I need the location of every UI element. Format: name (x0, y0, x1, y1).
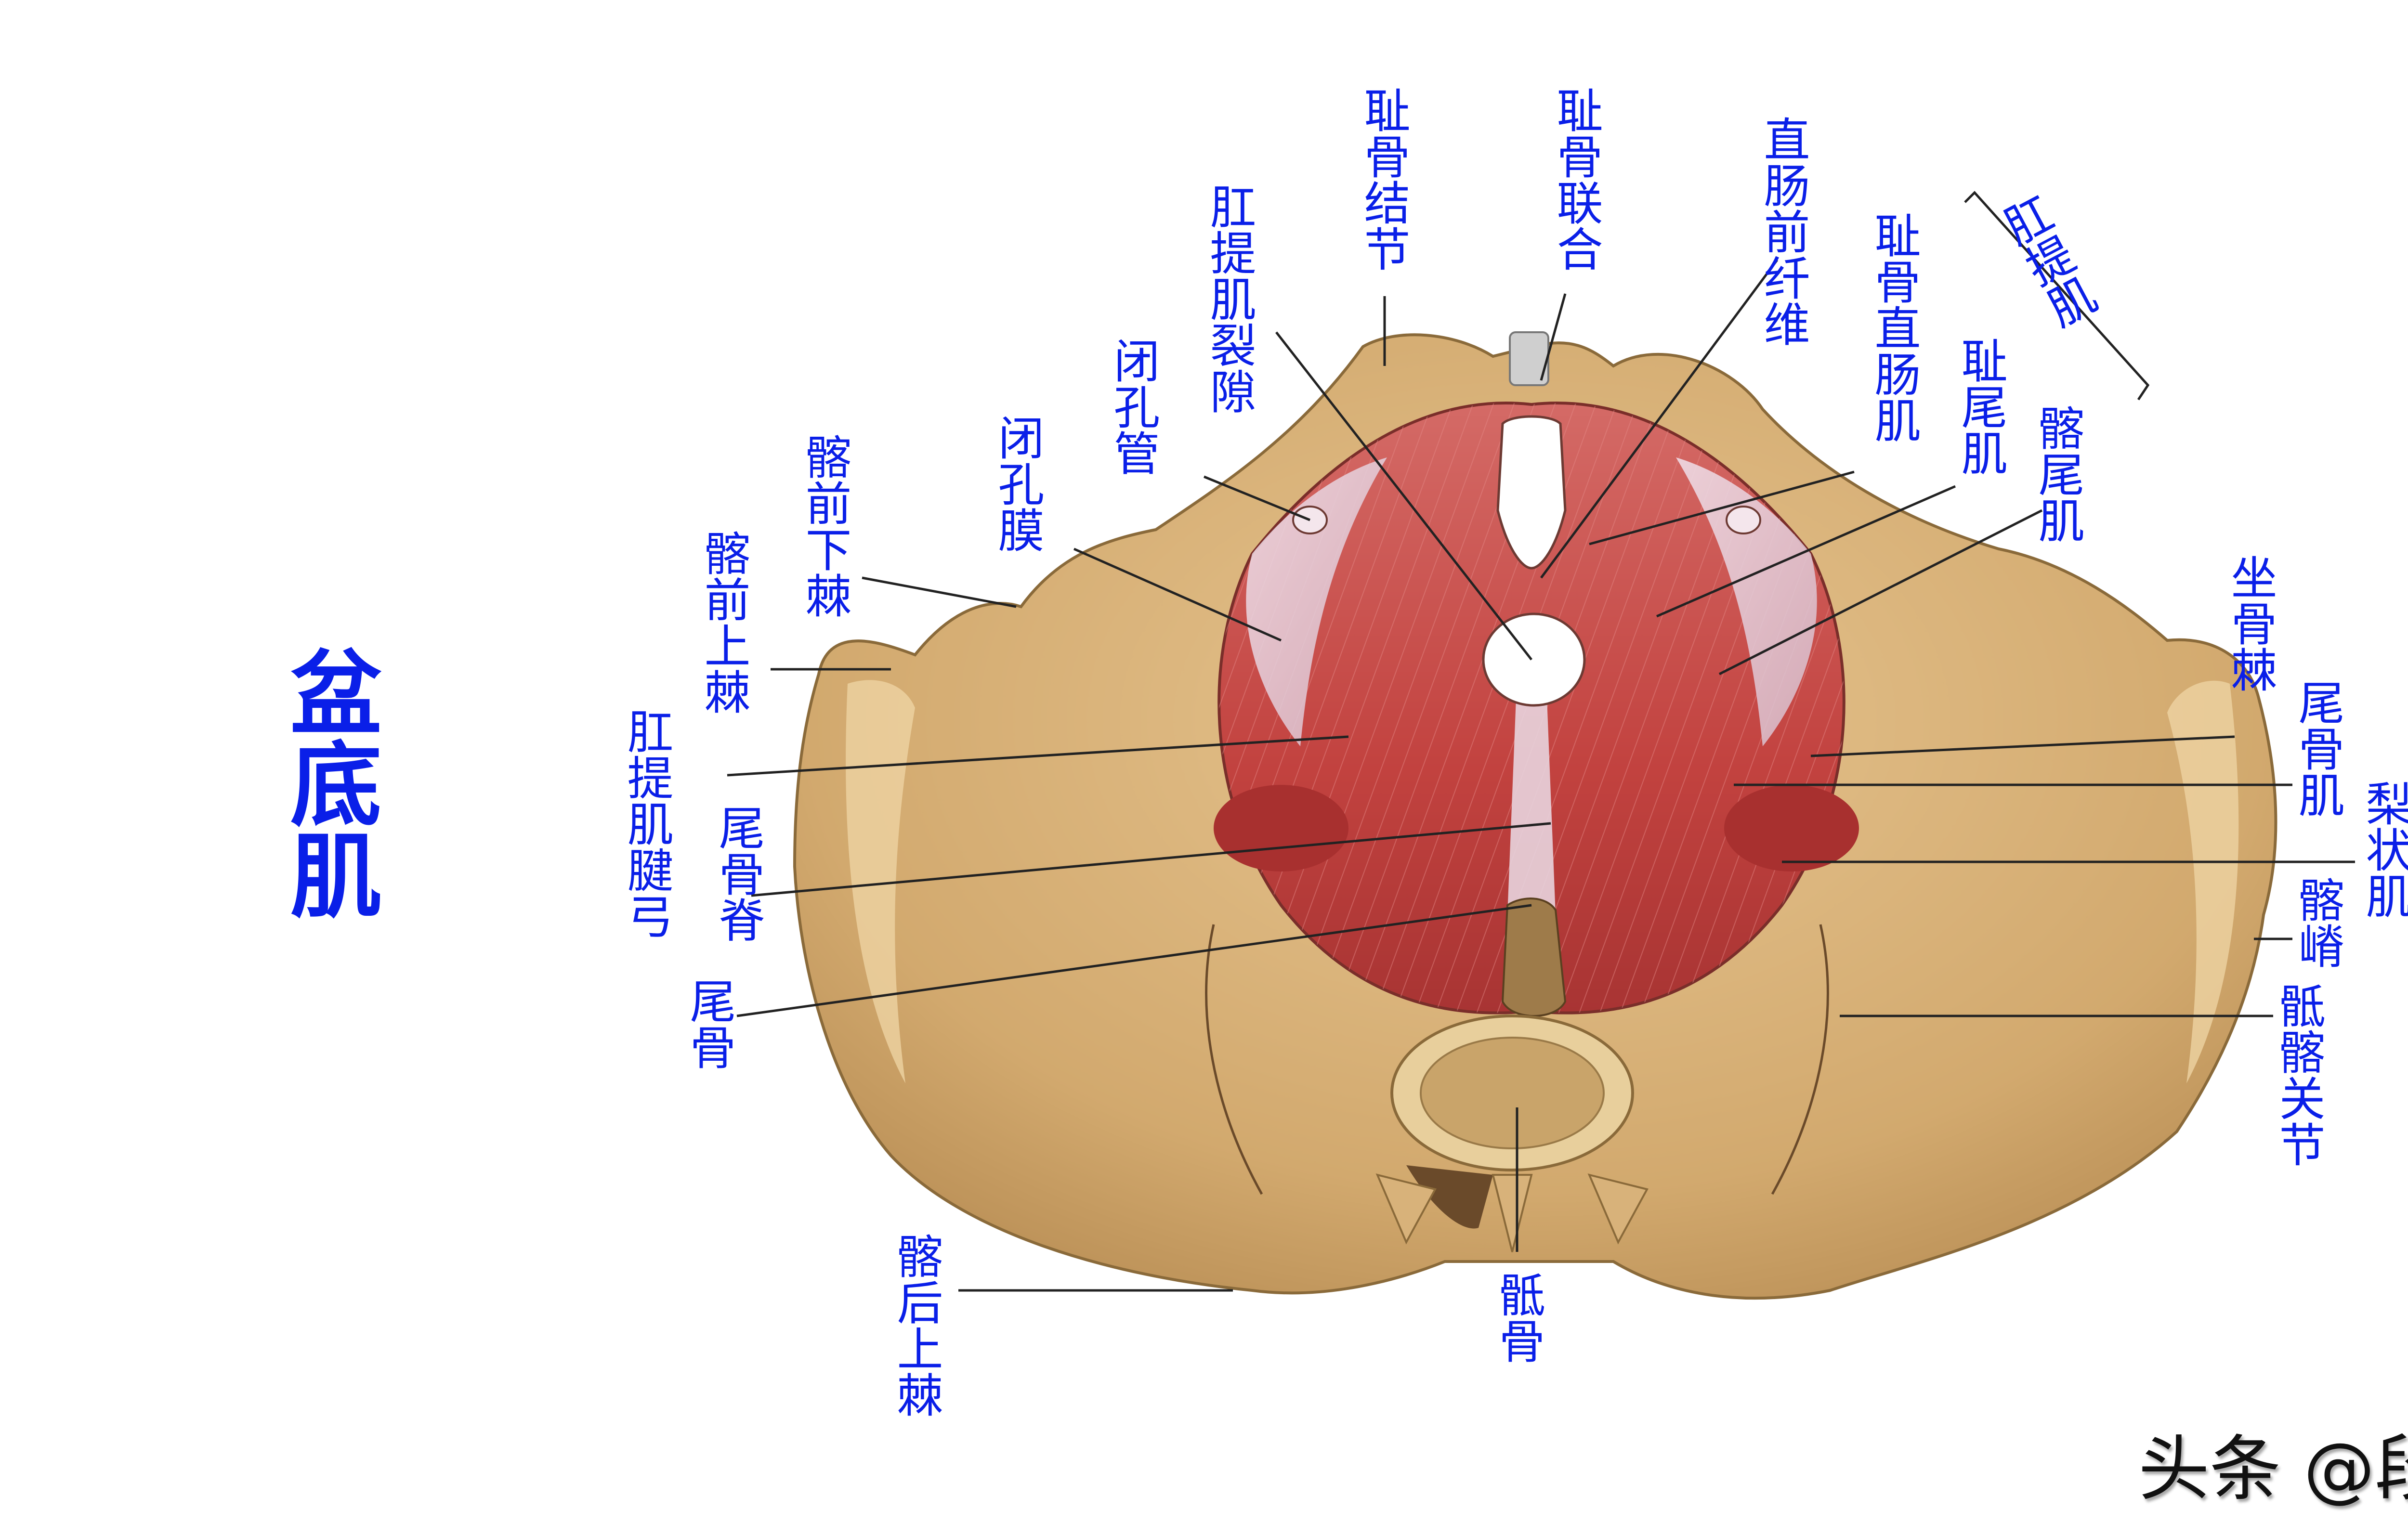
label-anterior-rectal-fibers: 直肠前纤维 (1756, 116, 1810, 347)
label-sacroiliac-joint: 骶髂关节 (2271, 982, 2325, 1167)
leader-lines (727, 191, 2355, 1292)
label-obturator-membrane: 闭孔膜 (990, 414, 1044, 553)
title-pelvic-floor-muscles: 盆底肌 (275, 645, 381, 920)
label-pubic-symphysis: 耻骨联合 (1549, 87, 1603, 272)
coccyx-shape (1501, 898, 1567, 1017)
label-levator-hiatus: 肛提肌裂隙 (1202, 183, 1256, 414)
label-ischial-spine: 坐骨棘 (2223, 554, 2277, 692)
label-coccygeus: 尾骨肌 (2290, 679, 2344, 818)
label-psis: 髂后上棘 (889, 1233, 943, 1418)
pelvic-openings (1292, 415, 1761, 707)
sacrum-shape (1375, 1015, 1649, 1252)
watermark: 头条 @段延峰身心健康法 (2138, 1428, 2408, 1510)
label-pubococcygeus: 耻尾肌 (1953, 337, 2007, 476)
pelvic-floor-muscles (1214, 402, 1859, 1015)
label-aiis: 髂前下棘 (798, 433, 851, 618)
label-coccyx: 尾骨 (682, 977, 736, 1070)
label-puborectalis: 耻骨直肠肌 (1867, 212, 1921, 443)
right-si-joint-line (1771, 924, 1829, 1195)
label-iliococcygeus: 髂尾肌 (2030, 404, 2084, 543)
label-pubic-tubercle: 耻骨结节 (1356, 87, 1410, 272)
label-iliac-crest: 髂嵴 (2290, 876, 2344, 969)
label-obturator-canal: 闭孔管 (1106, 337, 1160, 476)
label-sacrum: 骶骨 (1491, 1271, 1545, 1364)
label-tendinous-arch: 肛提肌腱弓 (619, 708, 673, 939)
left-si-joint-line (1205, 924, 1263, 1195)
label-piriformis: 梨状肌 (2358, 780, 2408, 919)
label-asis: 髂前上棘 (696, 530, 750, 715)
label-coccygeal-ridge: 尾骨脊 (711, 804, 765, 943)
